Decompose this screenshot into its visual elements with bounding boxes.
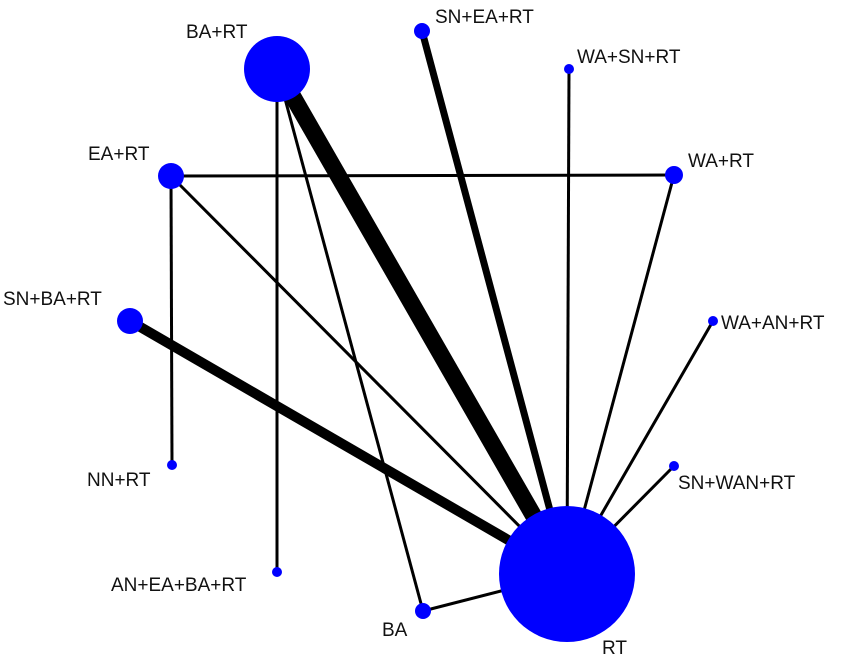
node-labels: BA+RT SN+EA+RT WA+SN+RT EA+RT WA+RT SN+BA+RT W… xyxy=(3,7,825,659)
node-wa-sn-rt xyxy=(564,64,574,74)
edge-ea-rt-to-nn-rt xyxy=(169,175,174,466)
node-ea-rt xyxy=(158,163,184,189)
edge-wa-sn-rt-to-rt xyxy=(565,68,571,575)
node-label-wa-rt: WA+RT xyxy=(688,151,754,172)
node-an-ea-ba-rt xyxy=(272,567,282,577)
edge-sn-ea-rt-to-rt xyxy=(418,30,571,575)
node-label-an-ea-ba-rt: AN+EA+BA+RT xyxy=(111,575,247,596)
node-rt xyxy=(499,506,635,642)
node-wa-an-rt xyxy=(708,316,718,326)
nodes xyxy=(117,23,718,642)
edge-ba-rt-to-rt xyxy=(269,64,575,579)
node-label-sn-wan-rt: SN+WAN+RT xyxy=(678,473,796,494)
node-label-ea-rt: EA+RT xyxy=(88,144,150,165)
node-label-wa-sn-rt: WA+SN+RT xyxy=(577,47,681,68)
node-label-sn-ea-rt: SN+EA+RT xyxy=(435,7,534,28)
node-label-nn-rt: NN+RT xyxy=(87,470,151,491)
node-sn-wan-rt xyxy=(669,461,679,471)
node-label-wa-an-rt: WA+AN+RT xyxy=(721,313,825,334)
edge-sn-ba-rt-to-rt xyxy=(127,316,570,579)
node-ba xyxy=(415,603,431,619)
node-label-ba-rt: BA+RT xyxy=(186,22,248,43)
node-ba-rt xyxy=(244,36,310,102)
edge-ea-rt-to-rt xyxy=(169,174,569,576)
edge-ba-rt-to-ba xyxy=(275,68,425,612)
node-label-sn-ba-rt: SN+BA+RT xyxy=(3,289,102,310)
node-sn-ba-rt xyxy=(117,308,143,334)
edge-wa-rt-to-rt xyxy=(565,174,676,575)
node-sn-ea-rt xyxy=(414,23,430,39)
edge-ea-rt-to-wa-rt xyxy=(170,173,675,178)
node-nn-rt xyxy=(167,460,177,470)
node-label-rt: RT xyxy=(602,638,627,659)
edges xyxy=(127,30,715,613)
node-label-ba: BA xyxy=(382,620,408,641)
node-wa-rt xyxy=(665,166,683,184)
